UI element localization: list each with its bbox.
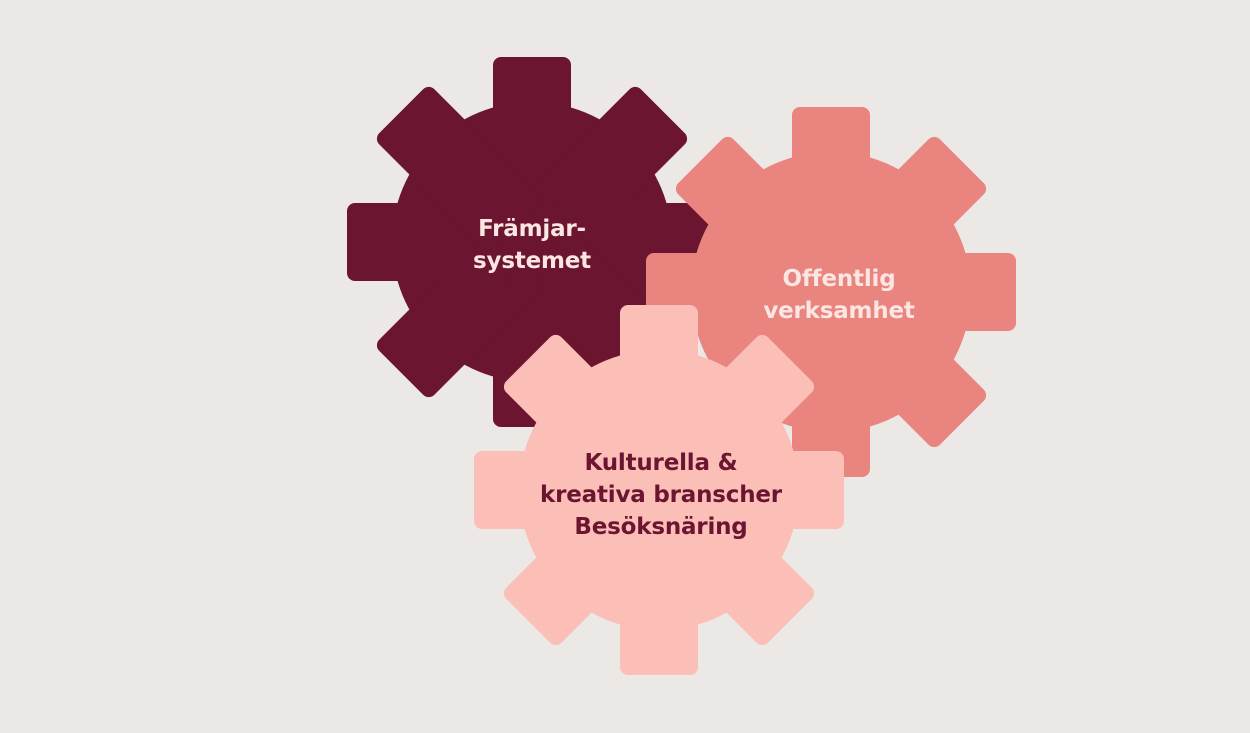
label-line: Besöksnäring bbox=[574, 514, 748, 540]
gear-kulturella-kreativa-icon bbox=[474, 305, 844, 675]
gear-label-kulturella-kreativa: Kulturella & kreativa branscher Besöksnä… bbox=[540, 447, 782, 543]
label-line: systemet bbox=[473, 248, 591, 274]
label-line: verksamhet bbox=[763, 298, 915, 324]
label-line: Främjar- bbox=[478, 216, 586, 242]
gear-framjarsystemet-icon bbox=[347, 57, 717, 427]
label-line: kreativa branscher bbox=[540, 482, 782, 508]
label-line: Kulturella & bbox=[584, 450, 738, 476]
gear-label-framjarsystemet: Främjar- systemet bbox=[473, 213, 591, 277]
label-line: Offentlig bbox=[782, 266, 896, 292]
gear-label-offentlig-verksamhet: Offentlig verksamhet bbox=[763, 263, 915, 327]
